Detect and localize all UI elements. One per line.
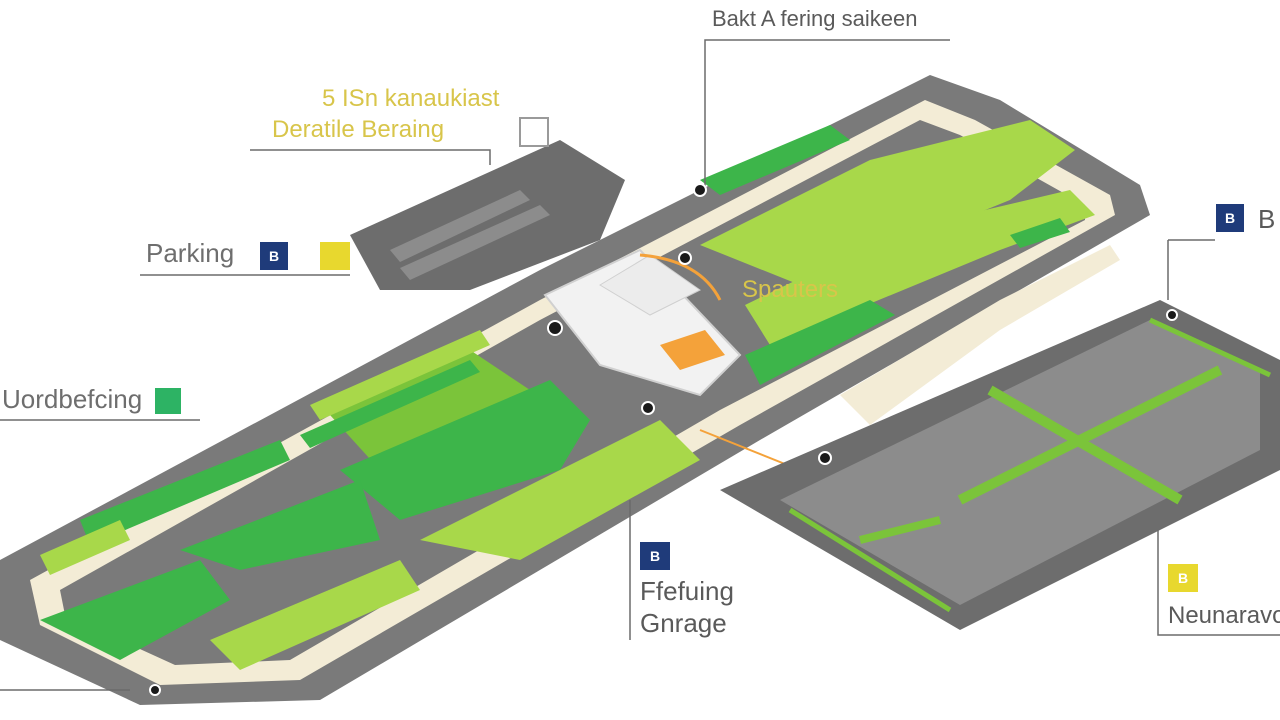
cream-field-right	[840, 245, 1120, 425]
green-field-upper-1	[700, 120, 1075, 285]
left-callout-label: Uordbefcing	[2, 384, 143, 414]
green-strip-right	[1010, 218, 1070, 248]
top-callout-label: Bakt A fering saikeen	[712, 6, 918, 31]
garage-badge: B	[640, 542, 670, 570]
parking-garage	[720, 300, 1280, 630]
green-strip-left-2	[300, 360, 480, 448]
parking-label: Parking	[146, 238, 235, 268]
bottom-right-label: Neunaravo	[1168, 602, 1280, 629]
right-top-badge: B	[1216, 204, 1244, 232]
center-overlay-label: Spauters	[742, 276, 839, 303]
green-field-lower-2	[340, 380, 590, 520]
green-strip-left	[310, 330, 490, 420]
yellow-parking-badge	[320, 242, 350, 270]
left-callout-badge	[155, 388, 181, 414]
callout-leaders	[0, 39, 1280, 691]
green-strip-top	[700, 125, 850, 195]
green-field-lower-4	[80, 440, 290, 545]
green-field-lower-3	[420, 420, 700, 560]
right-top-label: B	[1258, 204, 1276, 234]
green-field-lower-1	[330, 350, 530, 470]
green-field-upper-2	[745, 190, 1095, 345]
upper-left-callout-line2: Deratile Beraing	[272, 116, 445, 143]
map-markers	[149, 183, 1178, 696]
green-field-lower-5	[180, 480, 380, 570]
green-field-lower-7	[210, 560, 420, 670]
upper-left-callout-line1: 5 ISn kanaukiast	[322, 85, 500, 112]
upper-parking-apron	[350, 117, 625, 290]
terminal-building	[543, 248, 801, 471]
green-field-lower-6	[40, 560, 230, 660]
green-strip-mid	[745, 300, 895, 385]
parking-badge: B	[260, 242, 288, 270]
garage-label-line1: Ffefuing	[640, 576, 734, 606]
green-field-lower-8	[40, 520, 130, 575]
main-road-complex	[0, 75, 1150, 705]
garage-label-line2: Gnrage	[640, 608, 727, 638]
bottom-right-badge: B	[1168, 564, 1198, 592]
